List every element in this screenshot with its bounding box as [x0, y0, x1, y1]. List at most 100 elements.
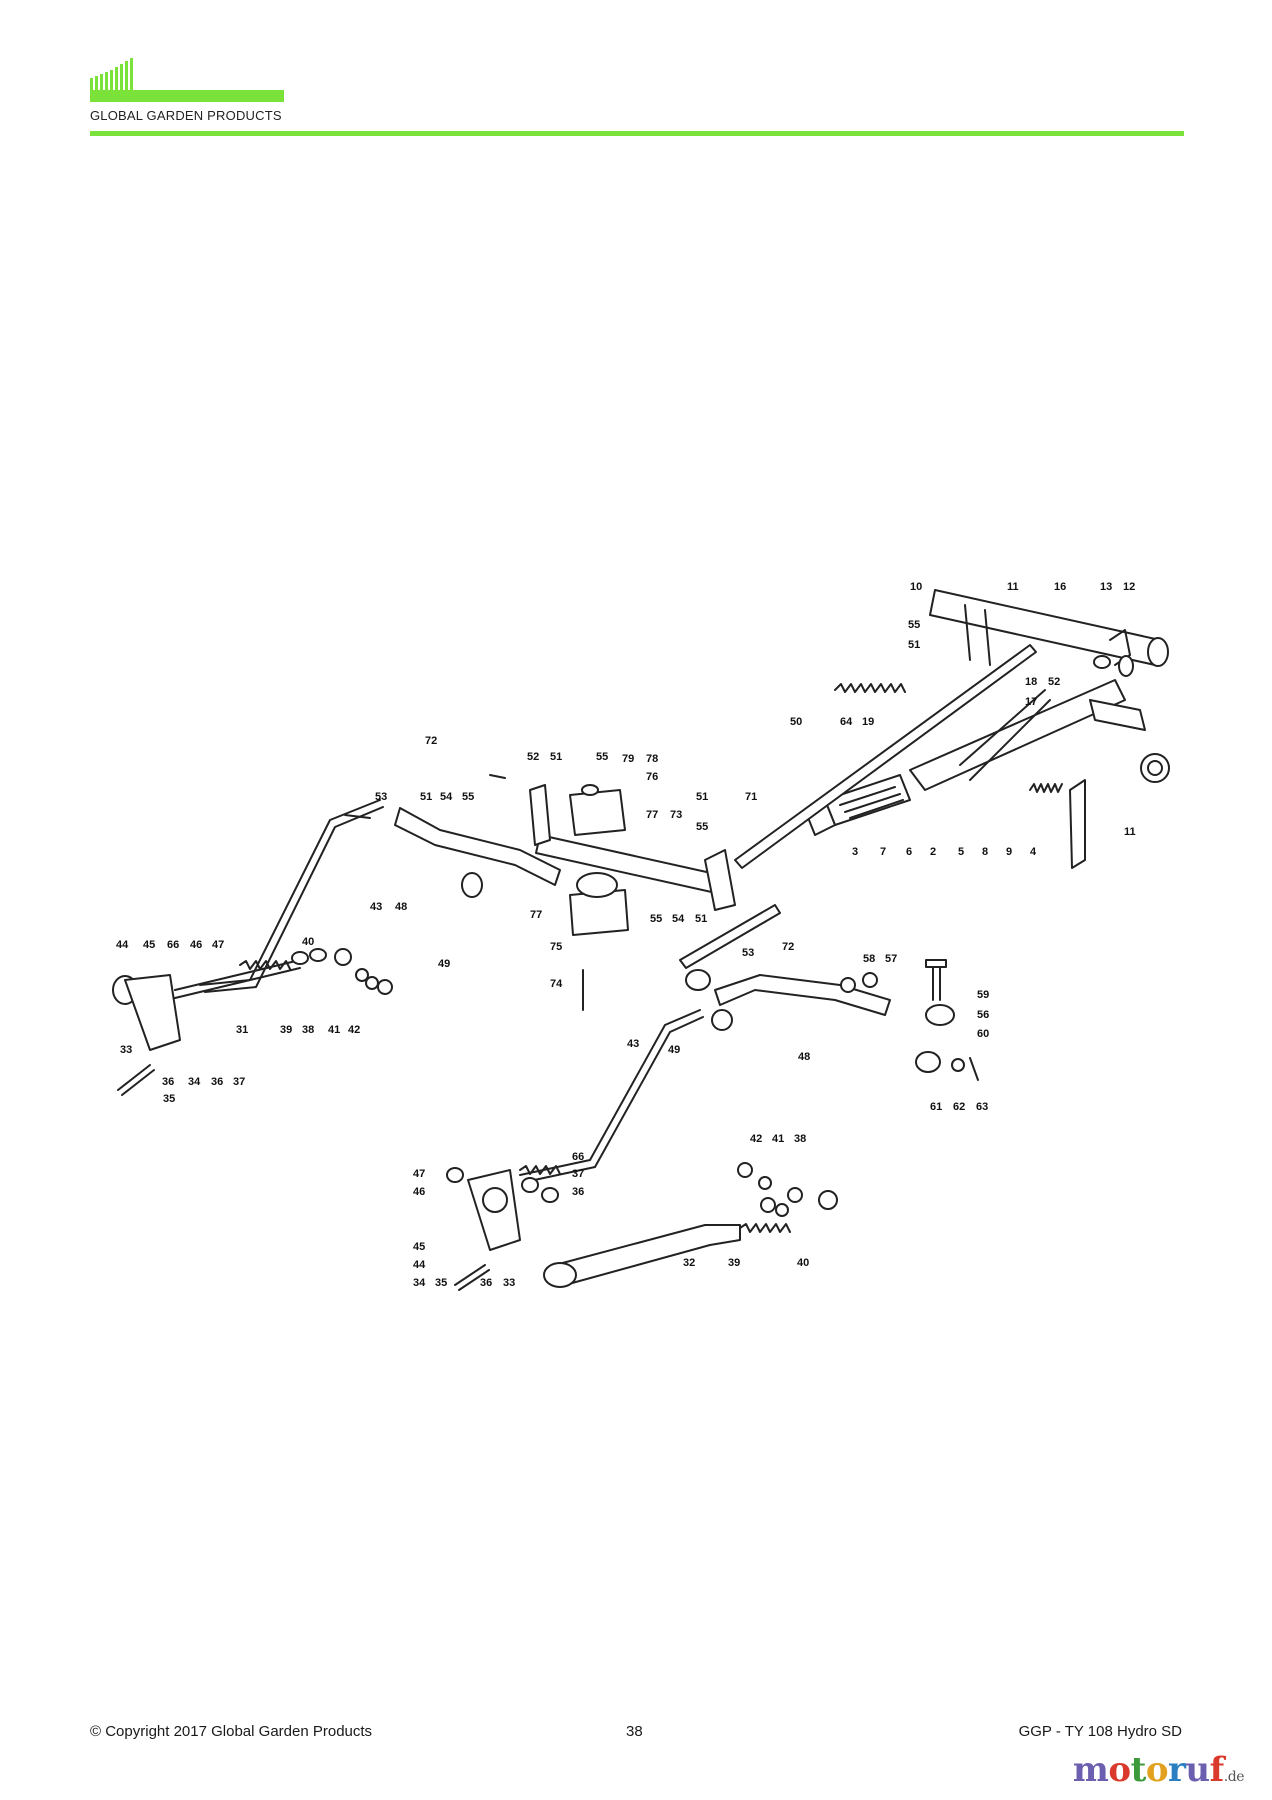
callout-11b: 11	[1124, 826, 1136, 838]
callout-52b: 52	[1048, 676, 1060, 688]
callout-72b: 72	[782, 941, 794, 953]
callout-73: 73	[670, 809, 682, 821]
callout-44b: 44	[413, 1259, 426, 1271]
callout-59: 59	[977, 989, 989, 1001]
callout-17: 17	[1025, 696, 1037, 708]
callout-12: 12	[1123, 581, 1135, 593]
callout-71: 71	[745, 791, 757, 803]
callout-3: 3	[852, 846, 858, 858]
callout-55: 55	[462, 791, 474, 803]
callout-35: 35	[163, 1093, 175, 1105]
callout-44: 44	[116, 939, 129, 951]
callout-51: 51	[420, 791, 432, 803]
callout-54b: 54	[672, 913, 685, 925]
callout-35b: 35	[435, 1277, 447, 1289]
callout-37: 37	[233, 1076, 245, 1088]
callout-47b: 47	[413, 1168, 425, 1180]
header-rule	[90, 131, 1184, 136]
callout-46b: 46	[413, 1186, 425, 1198]
callout-39b: 39	[728, 1257, 740, 1269]
callout-6: 6	[906, 846, 912, 858]
callout-42b: 42	[750, 1133, 762, 1145]
callout-48: 48	[395, 901, 407, 913]
callout-40: 40	[302, 936, 314, 948]
brand-name: GLOBAL GARDEN PRODUCTS	[90, 108, 282, 123]
callout-51c: 51	[696, 791, 708, 803]
callout-31: 31	[236, 1024, 248, 1036]
callout-33b: 33	[503, 1277, 515, 1289]
callout-55b: 55	[596, 751, 608, 763]
callout-78: 78	[646, 753, 658, 765]
callout-33: 33	[120, 1044, 132, 1056]
callout-41b: 41	[772, 1133, 784, 1145]
callout-36: 36	[162, 1076, 174, 1088]
callout-56: 56	[977, 1009, 989, 1021]
callout-60: 60	[977, 1028, 989, 1040]
callout-51b: 51	[550, 751, 562, 763]
callout-41: 41	[328, 1024, 340, 1036]
callout-45: 45	[143, 939, 155, 951]
callout-43: 43	[370, 901, 382, 913]
callout-53b: 53	[742, 947, 754, 959]
callout-77: 77	[646, 809, 658, 821]
ggp-logo-mark	[90, 58, 284, 102]
ggp-logo: GLOBAL GARDEN PRODUCTS	[90, 56, 290, 126]
callout-55d: 55	[650, 913, 662, 925]
callout-18: 18	[1025, 676, 1037, 688]
watermark-tld: .de	[1223, 1769, 1245, 1785]
callout-66b: 66	[572, 1151, 584, 1163]
callout-74: 74	[550, 978, 563, 990]
callout-64: 64	[840, 716, 853, 728]
callout-47: 47	[212, 939, 224, 951]
callout-7: 7	[880, 846, 886, 858]
callout-57: 57	[885, 953, 897, 965]
callout-36b: 36	[211, 1076, 223, 1088]
callout-55e: 55	[908, 619, 920, 631]
callout-10: 10	[910, 581, 922, 593]
callout-62: 62	[953, 1101, 965, 1113]
callout-40b: 40	[797, 1257, 809, 1269]
motoruf-watermark: motoruf.de	[1072, 1750, 1245, 1790]
callout-39: 39	[280, 1024, 292, 1036]
callout-46: 46	[190, 939, 202, 951]
callout-42: 42	[348, 1024, 360, 1036]
callout-19: 19	[862, 716, 874, 728]
callout-48b: 48	[798, 1051, 810, 1063]
callout-52: 52	[527, 751, 539, 763]
callout-43b: 43	[627, 1038, 639, 1050]
callout-50: 50	[790, 716, 802, 728]
callout-66: 66	[167, 939, 179, 951]
callout-51d: 51	[695, 913, 707, 925]
callout-38: 38	[302, 1024, 314, 1036]
copyright: © Copyright 2017 Global Garden Products	[90, 1723, 373, 1740]
callout-55c: 55	[696, 821, 708, 833]
callout-36d: 36	[480, 1277, 492, 1289]
callout-38b: 38	[794, 1133, 806, 1145]
callout-79: 79	[622, 753, 634, 765]
callout-labels: 44 45 66 46 47 40 33 31 39 38 41 42 36 3…	[116, 581, 1136, 1289]
callout-34: 34	[188, 1076, 201, 1088]
callout-54: 54	[440, 791, 453, 803]
callout-2: 2	[930, 846, 936, 858]
callout-49: 49	[438, 958, 450, 970]
callout-8: 8	[982, 846, 988, 858]
callout-9: 9	[1006, 846, 1012, 858]
callout-37b: 37	[572, 1168, 584, 1180]
callout-11: 11	[1007, 581, 1019, 593]
callout-16: 16	[1054, 581, 1066, 593]
callout-5: 5	[958, 846, 964, 858]
callout-34b: 34	[413, 1277, 426, 1289]
callout-13: 13	[1100, 581, 1112, 593]
callout-36c: 36	[572, 1186, 584, 1198]
callout-4: 4	[1030, 846, 1037, 858]
callout-72: 72	[425, 735, 437, 747]
callout-75: 75	[550, 941, 562, 953]
callout-77b: 77	[530, 909, 542, 921]
callout-58: 58	[863, 953, 875, 965]
callout-51e: 51	[908, 639, 920, 651]
model-name: GGP - TY 108 Hydro SD	[1018, 1723, 1182, 1740]
callout-63: 63	[976, 1101, 988, 1113]
callout-32: 32	[683, 1257, 695, 1269]
callout-53: 53	[375, 791, 387, 803]
